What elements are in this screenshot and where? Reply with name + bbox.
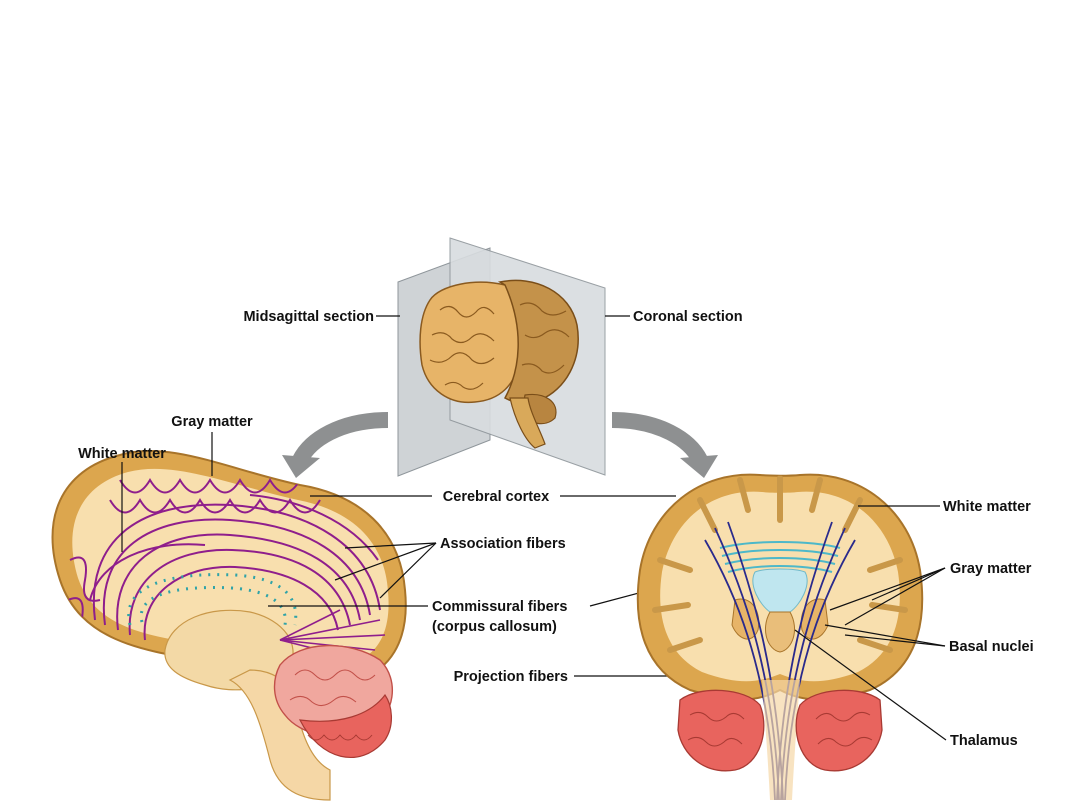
sagittal-cerebellum: [273, 644, 394, 758]
coronal-brainstem: [762, 680, 800, 800]
label-gray-matter-right: Gray matter: [950, 561, 1032, 577]
association-fibers: [67, 478, 381, 641]
commissural-fibers-dots: [127, 573, 298, 626]
arrow-to-midsagittal: [282, 412, 389, 478]
coronal-commissural-band: [719, 541, 841, 573]
midsagittal-section-view: [51, 449, 407, 801]
coronal-section-view: [636, 473, 924, 801]
label-gray-matter-left: Gray matter: [171, 414, 253, 430]
label-commissural-fibers: Commissural fibers: [432, 599, 567, 615]
label-projection-fibers: Projection fibers: [454, 669, 568, 685]
label-white-matter-left: White matter: [78, 446, 166, 462]
coronal-thalamus: [765, 611, 795, 653]
label-cerebral-cortex: Cerebral cortex: [443, 489, 549, 505]
coronal-cerebellum: [677, 689, 883, 772]
commissural-fibers-dots-inner: [139, 586, 287, 626]
label-association-fibers: Association fibers: [440, 536, 566, 552]
coronal-ventricles: [752, 568, 808, 626]
label-basal-nuclei: Basal nuclei: [949, 639, 1034, 655]
label-corpus-callosum: (corpus callosum): [432, 619, 557, 635]
label-white-matter-right: White matter: [943, 499, 1031, 515]
label-thalamus: Thalamus: [950, 733, 1018, 749]
label-coronal-section: Coronal section: [633, 309, 743, 325]
brain-gyri: [429, 302, 570, 390]
arrow-to-coronal: [611, 412, 718, 478]
section-planes-illustration: [397, 237, 606, 477]
brainstem-small: [509, 397, 546, 449]
brain-left-hemisphere: [419, 281, 523, 404]
label-midsagittal-section: Midsagittal section: [243, 309, 374, 325]
